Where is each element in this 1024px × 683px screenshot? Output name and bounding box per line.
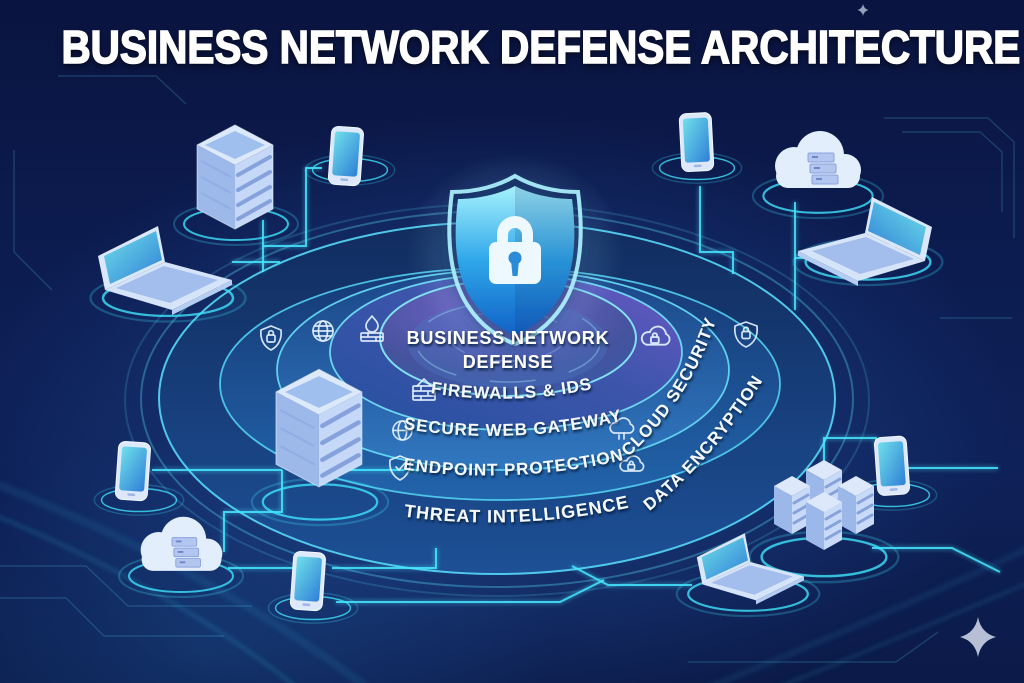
cloud-lock-icon [640, 325, 671, 346]
shield-lock-icon [733, 321, 759, 348]
center-label-line2: DEFENSE [463, 352, 554, 372]
laptop-device [98, 226, 232, 315]
firewall-bricks-icon [412, 378, 436, 401]
smartphone-device [873, 435, 911, 497]
smartphone-device [289, 550, 327, 612]
sparkle-icon [857, 3, 869, 16]
page-title: BUSINESS NETWORK DEFENSE ARCHITECTURE [61, 21, 1021, 73]
smartphone-device [114, 440, 152, 502]
center-label: BUSINESS NETWORK DEFENSE [407, 328, 610, 372]
shield-check-icon [388, 455, 412, 481]
shield-shade [515, 186, 575, 335]
circuit-traces [0, 75, 1015, 663]
smartphone-device [678, 111, 715, 173]
server-rack-device [276, 369, 362, 487]
shield-border [447, 173, 583, 347]
cloud-upload-icon [609, 417, 635, 440]
center-label-line1: BUSINESS NETWORK [407, 328, 610, 348]
shield-lock-icon [259, 325, 283, 351]
firewall-flame-icon [360, 315, 384, 342]
sparkle-icon [960, 617, 996, 657]
smartphone-device [327, 125, 365, 187]
globe-icon [392, 420, 413, 441]
cloud-server-device [774, 130, 862, 189]
center-shield [405, 152, 625, 352]
globe-icon [312, 320, 334, 342]
lock-icon [489, 216, 541, 284]
ring-marker-icons [259, 315, 759, 481]
server-rack-device [195, 123, 275, 231]
cloud-lock-icon [619, 455, 645, 472]
